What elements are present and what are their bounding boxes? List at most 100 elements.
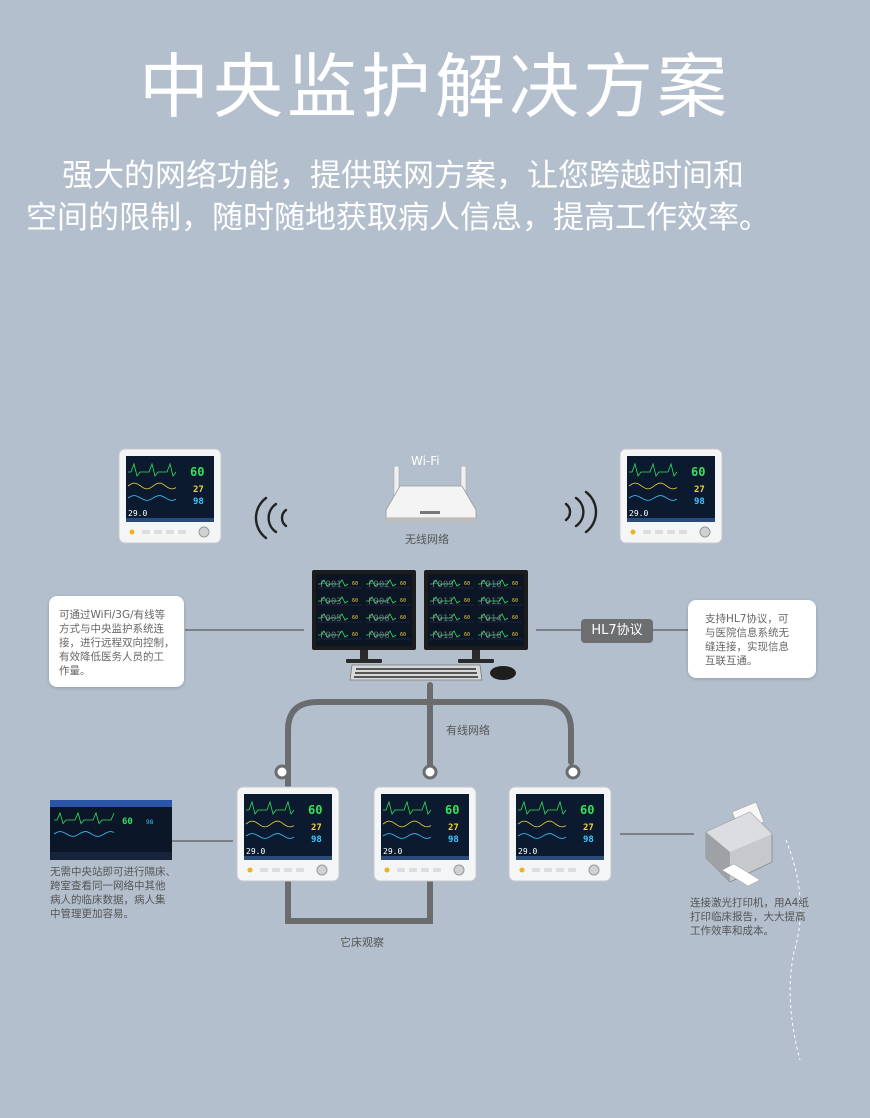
svg-text:60: 60 <box>352 598 358 604</box>
svg-text:27: 27 <box>583 823 594 833</box>
svg-text:60: 60 <box>352 615 358 621</box>
bedside-monitor-bottom-right: 60 27 98 29.0 <box>508 786 612 882</box>
mouse-icon <box>490 666 516 680</box>
svg-text:F004: F004 <box>368 597 390 607</box>
monitor-graphic: 60 27 98 29.0 <box>373 786 477 882</box>
svg-text:F003: F003 <box>320 597 342 607</box>
svg-text:60: 60 <box>445 803 459 817</box>
subtitle-line-2: 空间的限制，随时随地获取病人信息，提高工作效率。 <box>26 200 770 236</box>
note-other-bed-view: 无需中央站即可进行隔床、 跨室查看同一网络中其他 病人的临床数据，病人集 中管理… <box>50 865 176 921</box>
svg-text:29.0: 29.0 <box>246 847 265 856</box>
card-line: 可通过WiFi/3G/有线等 <box>59 609 166 621</box>
cable-connector-left <box>274 764 290 780</box>
svg-text:60: 60 <box>352 632 358 638</box>
wireless-icon-left <box>254 496 288 540</box>
printer-icon <box>705 801 773 887</box>
svg-text:27: 27 <box>193 485 204 495</box>
svg-text:F016: F016 <box>480 631 502 641</box>
svg-text:F007: F007 <box>320 631 342 641</box>
bedside-monitor-bottom-left: 60 27 98 29.0 <box>236 786 340 882</box>
wired-network-label: 有线网络 <box>446 724 490 737</box>
svg-text:60: 60 <box>512 615 518 621</box>
monitor-graphic: 60 27 98 29.0 <box>236 786 340 882</box>
svg-text:60: 60 <box>580 803 594 817</box>
note-line: 打印临床报告，大大提高 <box>690 911 806 923</box>
note-line: 工作效率和成本。 <box>690 925 774 937</box>
svg-text:98: 98 <box>193 497 204 507</box>
note-line: 无需中央站即可进行隔床、 <box>50 866 176 878</box>
svg-text:60: 60 <box>464 632 470 638</box>
svg-text:29.0: 29.0 <box>383 847 402 856</box>
svg-text:27: 27 <box>311 823 322 833</box>
page-title: 中央监护解决方案 <box>139 46 731 128</box>
svg-text:29.0: 29.0 <box>629 509 648 518</box>
keyboard-icon <box>349 664 483 681</box>
svg-text:98: 98 <box>448 835 459 845</box>
card-line: 方式与中央监护系统连 <box>59 623 164 635</box>
svg-text:60: 60 <box>512 598 518 604</box>
svg-text:60: 60 <box>691 465 705 479</box>
svg-text:27: 27 <box>448 823 459 833</box>
svg-text:98: 98 <box>694 497 705 507</box>
svg-text:60: 60 <box>190 465 204 479</box>
note-line: 中管理更加容易。 <box>50 908 134 920</box>
hl7-protocol-badge: HL7协议 <box>581 619 653 643</box>
card-line: 作量。 <box>59 665 91 677</box>
svg-text:60: 60 <box>308 803 322 817</box>
card-line: 支持HL7协议，可 <box>705 613 789 625</box>
card-line: 接，进行远程双向控制， <box>59 637 175 649</box>
svg-text:F011: F011 <box>432 597 454 607</box>
svg-text:60: 60 <box>512 632 518 638</box>
router-icon <box>385 465 477 523</box>
cable-connector-right <box>565 764 581 780</box>
svg-text:98: 98 <box>583 835 594 845</box>
svg-text:60: 60 <box>400 632 406 638</box>
svg-text:F015: F015 <box>432 631 454 641</box>
bedside-monitor-top-left: 60 27 98 29.0 <box>118 448 222 544</box>
svg-text:F014: F014 <box>480 614 502 624</box>
svg-text:98: 98 <box>311 835 322 845</box>
svg-text:60: 60 <box>122 817 133 827</box>
other-bed-label: 它床观察 <box>340 936 384 949</box>
note-line: 跨室查看同一网络中其他 <box>50 880 166 892</box>
svg-text:29.0: 29.0 <box>518 847 537 856</box>
note-printer: 连接激光打印机，用A4纸 打印临床报告，大大提高 工作效率和成本。 <box>690 896 809 938</box>
monitor-graphic: 60 27 98 29.0 <box>508 786 612 882</box>
other-bed-cable <box>285 879 433 924</box>
svg-text:F006: F006 <box>368 614 390 624</box>
card-line: 缝连接，实现信息 <box>705 641 789 653</box>
svg-text:F005: F005 <box>320 614 342 624</box>
svg-text:60: 60 <box>352 581 358 587</box>
wireless-icon-right <box>564 490 598 534</box>
svg-text:F008: F008 <box>368 631 390 641</box>
svg-text:F013: F013 <box>432 614 454 624</box>
cable-connector-center <box>422 764 438 780</box>
subtitle-line-1: 强大的网络功能，提供联网方案，让您跨越时间和 <box>62 158 744 194</box>
note-line: 连接激光打印机，用A4纸 <box>690 897 809 909</box>
remote-view-screen: 60 98 <box>50 800 172 860</box>
svg-text:98: 98 <box>146 819 154 826</box>
svg-text:F001: F001 <box>320 580 342 590</box>
card-line: 与医院信息系统无 <box>705 627 789 639</box>
bedside-monitor-top-right: 60 27 98 29.0 <box>619 448 723 544</box>
monitor-graphic: 60 27 98 29.0 <box>118 448 222 544</box>
svg-text:27: 27 <box>694 485 705 495</box>
svg-text:29.0: 29.0 <box>128 509 147 518</box>
bedside-monitor-bottom-center: 60 27 98 29.0 <box>373 786 477 882</box>
note-line: 病人的临床数据，病人集 <box>50 894 166 906</box>
info-card-remote-control: 可通过WiFi/3G/有线等 方式与中央监护系统连 接，进行远程双向控制， 有效… <box>49 596 184 687</box>
info-card-hl7: 支持HL7协议，可 与医院信息系统无 缝连接，实现信息 互联互通。 <box>688 600 816 678</box>
monitor-graphic: 60 27 98 29.0 <box>619 448 723 544</box>
svg-text:60: 60 <box>464 581 470 587</box>
svg-text:60: 60 <box>400 615 406 621</box>
wifi-label: Wi-Fi <box>411 454 440 468</box>
card-line: 互联互通。 <box>705 655 758 667</box>
svg-text:F012: F012 <box>480 597 502 607</box>
svg-text:60: 60 <box>464 598 470 604</box>
svg-text:60: 60 <box>400 598 406 604</box>
svg-text:F002: F002 <box>368 580 390 590</box>
svg-text:F010: F010 <box>480 580 502 590</box>
svg-text:60: 60 <box>512 581 518 587</box>
